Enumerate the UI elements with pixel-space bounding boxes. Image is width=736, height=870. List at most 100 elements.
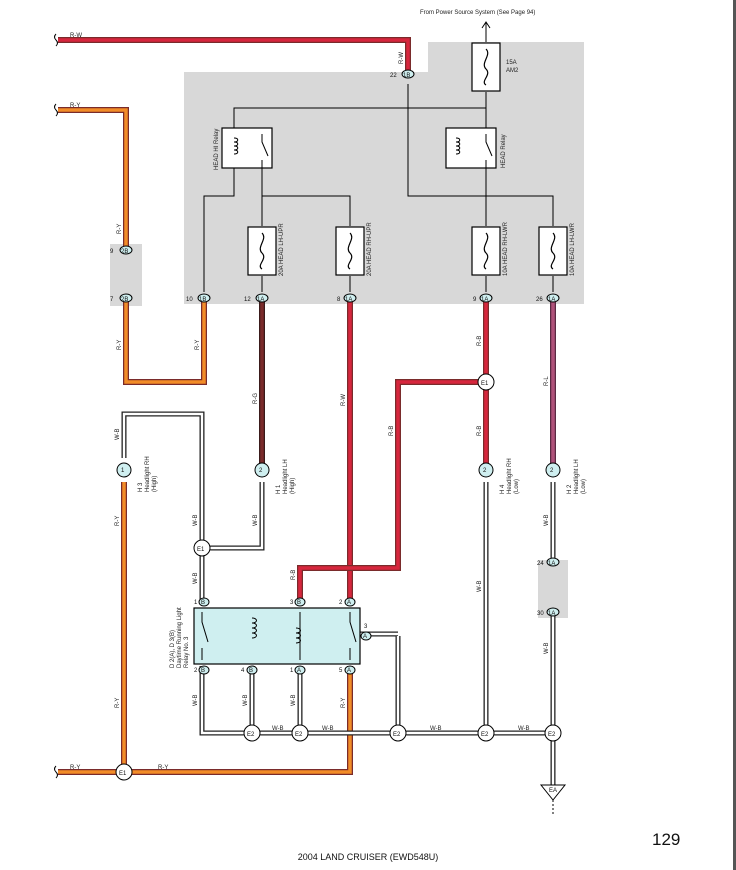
h2-pin: 2 [550,468,554,474]
wire-label-rb-d: R-B [291,570,297,580]
conn-26-id: 1A [548,297,555,303]
h3-name: Headlight RH [145,456,151,492]
ground-icon [539,784,567,816]
wire-label-ry-top: R-Y [70,103,80,109]
wire-label-wb-f: W-B [243,694,249,706]
splice-e2-e: E2 [548,732,556,738]
fuse-lh-upr-icon [247,226,277,276]
connector-markers [119,69,560,675]
h4-name: Headlight RH [507,458,513,494]
conn-10-id: 1B [199,297,206,303]
head-hi-relay-label: HEAD HI Relay [214,129,220,170]
drl-relay-icon [193,607,361,665]
splice-e2-d: E2 [481,732,489,738]
fuse-lh-lwr-icon [538,226,568,276]
drl-relay-line2: Daytime Running Light [177,607,183,668]
conn-22-id: 1B [403,73,410,79]
head-relay-icon [445,127,497,169]
wire-label-ry-f: R-Y [341,698,347,708]
conn-24-pin: 24 [537,561,544,567]
fuse-rh-upr-label: 20A HEAD RH-UPR [367,222,373,276]
wire-label-ry-c: R-Y [195,340,201,350]
page-footer: 2004 LAND CRUISER (EWD548U) [297,852,439,862]
h4-pin: 2 [483,468,487,474]
drl-pin-bot-2: 2 [194,668,198,674]
head-hi-relay-icon [221,127,273,169]
wire-label-wb-i: W-B [544,514,550,526]
splice-markers [115,373,562,781]
drl-pin-bot-4: 4 [241,668,245,674]
conn-9-id: 2B [121,249,128,255]
wire-label-rl: R-L [544,376,550,386]
h1-name: Headlight LH [283,459,289,494]
drl-pin-bot-5: 5 [339,668,343,674]
conn-12-pin: 12 [244,297,251,303]
wires-wb [121,411,560,785]
drl-pin-top-2: 2 [339,600,343,606]
wire-label-rb-b: R-B [389,426,395,436]
wire-label-ry-h: R-Y [158,765,168,771]
fuse-lh-lwr-label: 10A HEAD LH-LWR [570,222,576,276]
drl-conn-bot-1: A [297,668,301,674]
source-note: From Power Source System (See Page 94) [420,10,535,16]
fuse-rh-lwr-label: 10A HEAD RH-LWR [503,221,509,276]
wire-label-wb-h: W-B [477,580,483,592]
h2-id: H 2 [567,484,573,494]
conn-22-pin: 22 [390,73,397,79]
h4-id: H 4 [500,484,506,494]
h3-pin: 1 [121,468,125,474]
wire-label-wb-l: W-B [322,726,334,732]
h1-id: H 1 [276,484,282,494]
drl-conn-top-2: A [347,600,351,606]
wire-label-ry-d: R-Y [115,516,121,526]
wire-label-ry-g: R-Y [70,765,80,771]
fuse-am2-amps: 15A [506,60,517,66]
conn-30-pin: 30 [537,611,544,617]
wire-label-wb-k: W-B [272,726,284,732]
h2-mode: (Low) [581,479,587,494]
wire-label-rb-a: R-B [477,336,483,346]
h3-mode: (High) [152,476,158,492]
h3-id: H 3 [138,482,144,492]
viewer-edge [733,0,736,870]
conn-24-id: 1A [548,561,555,567]
h1-mode: (High) [290,478,296,494]
drl-conn-top-1: B [201,600,205,606]
page-number: 129 [652,830,681,849]
wire-label-ry-e: R-Y [115,698,121,708]
drl-pin-bot-1: 1 [290,668,294,674]
wire-rw-top [58,37,411,74]
fuse-rh-upr-icon [335,226,365,276]
drl-relay-line3: Relay No. 3 [184,636,190,668]
wire-label-wb-a: W-B [115,428,121,440]
h4-mode: (Low) [514,479,520,494]
wire-label-rw-conn: R-W [399,52,405,64]
power-arrow [481,21,491,29]
wire-label-rb-c: R-B [477,426,483,436]
drl-conn-bot-4: B [249,668,253,674]
conn-8-id: 1A [345,297,352,303]
wire-label-wb-g: W-B [291,694,297,706]
wire-ry-upper [58,107,129,250]
wire-label-wb-c: W-B [253,514,259,526]
h2-name: Headlight LH [574,459,580,494]
conn-9a-id: 1A [481,297,488,303]
fuse-lh-upr-label: 20A HEAD LH-UPR [279,223,285,276]
conn-12-id: 1A [257,297,264,303]
splice-e2-a: E2 [247,732,255,738]
wire-label-wb-b: W-B [193,514,199,526]
conn-8-pin: 8 [337,297,341,303]
splice-e2-c: E2 [393,732,401,738]
wire-label-ry-a: R-Y [117,224,123,234]
ground-label: EA [549,788,557,794]
drl-conn-top-3: B [297,600,301,606]
drl-pin-top-3: 3 [290,600,294,606]
head-relay-label: HEAD Relay [501,134,507,168]
fuse-am2-icon [471,42,501,92]
drl-conn-bot-2: B [201,668,205,674]
wire-break-marks [54,33,58,779]
drl-conn-side: A [363,634,367,640]
drl-pin-top-1: 1 [194,600,198,606]
fuse-rh-lwr-icon [471,226,501,276]
